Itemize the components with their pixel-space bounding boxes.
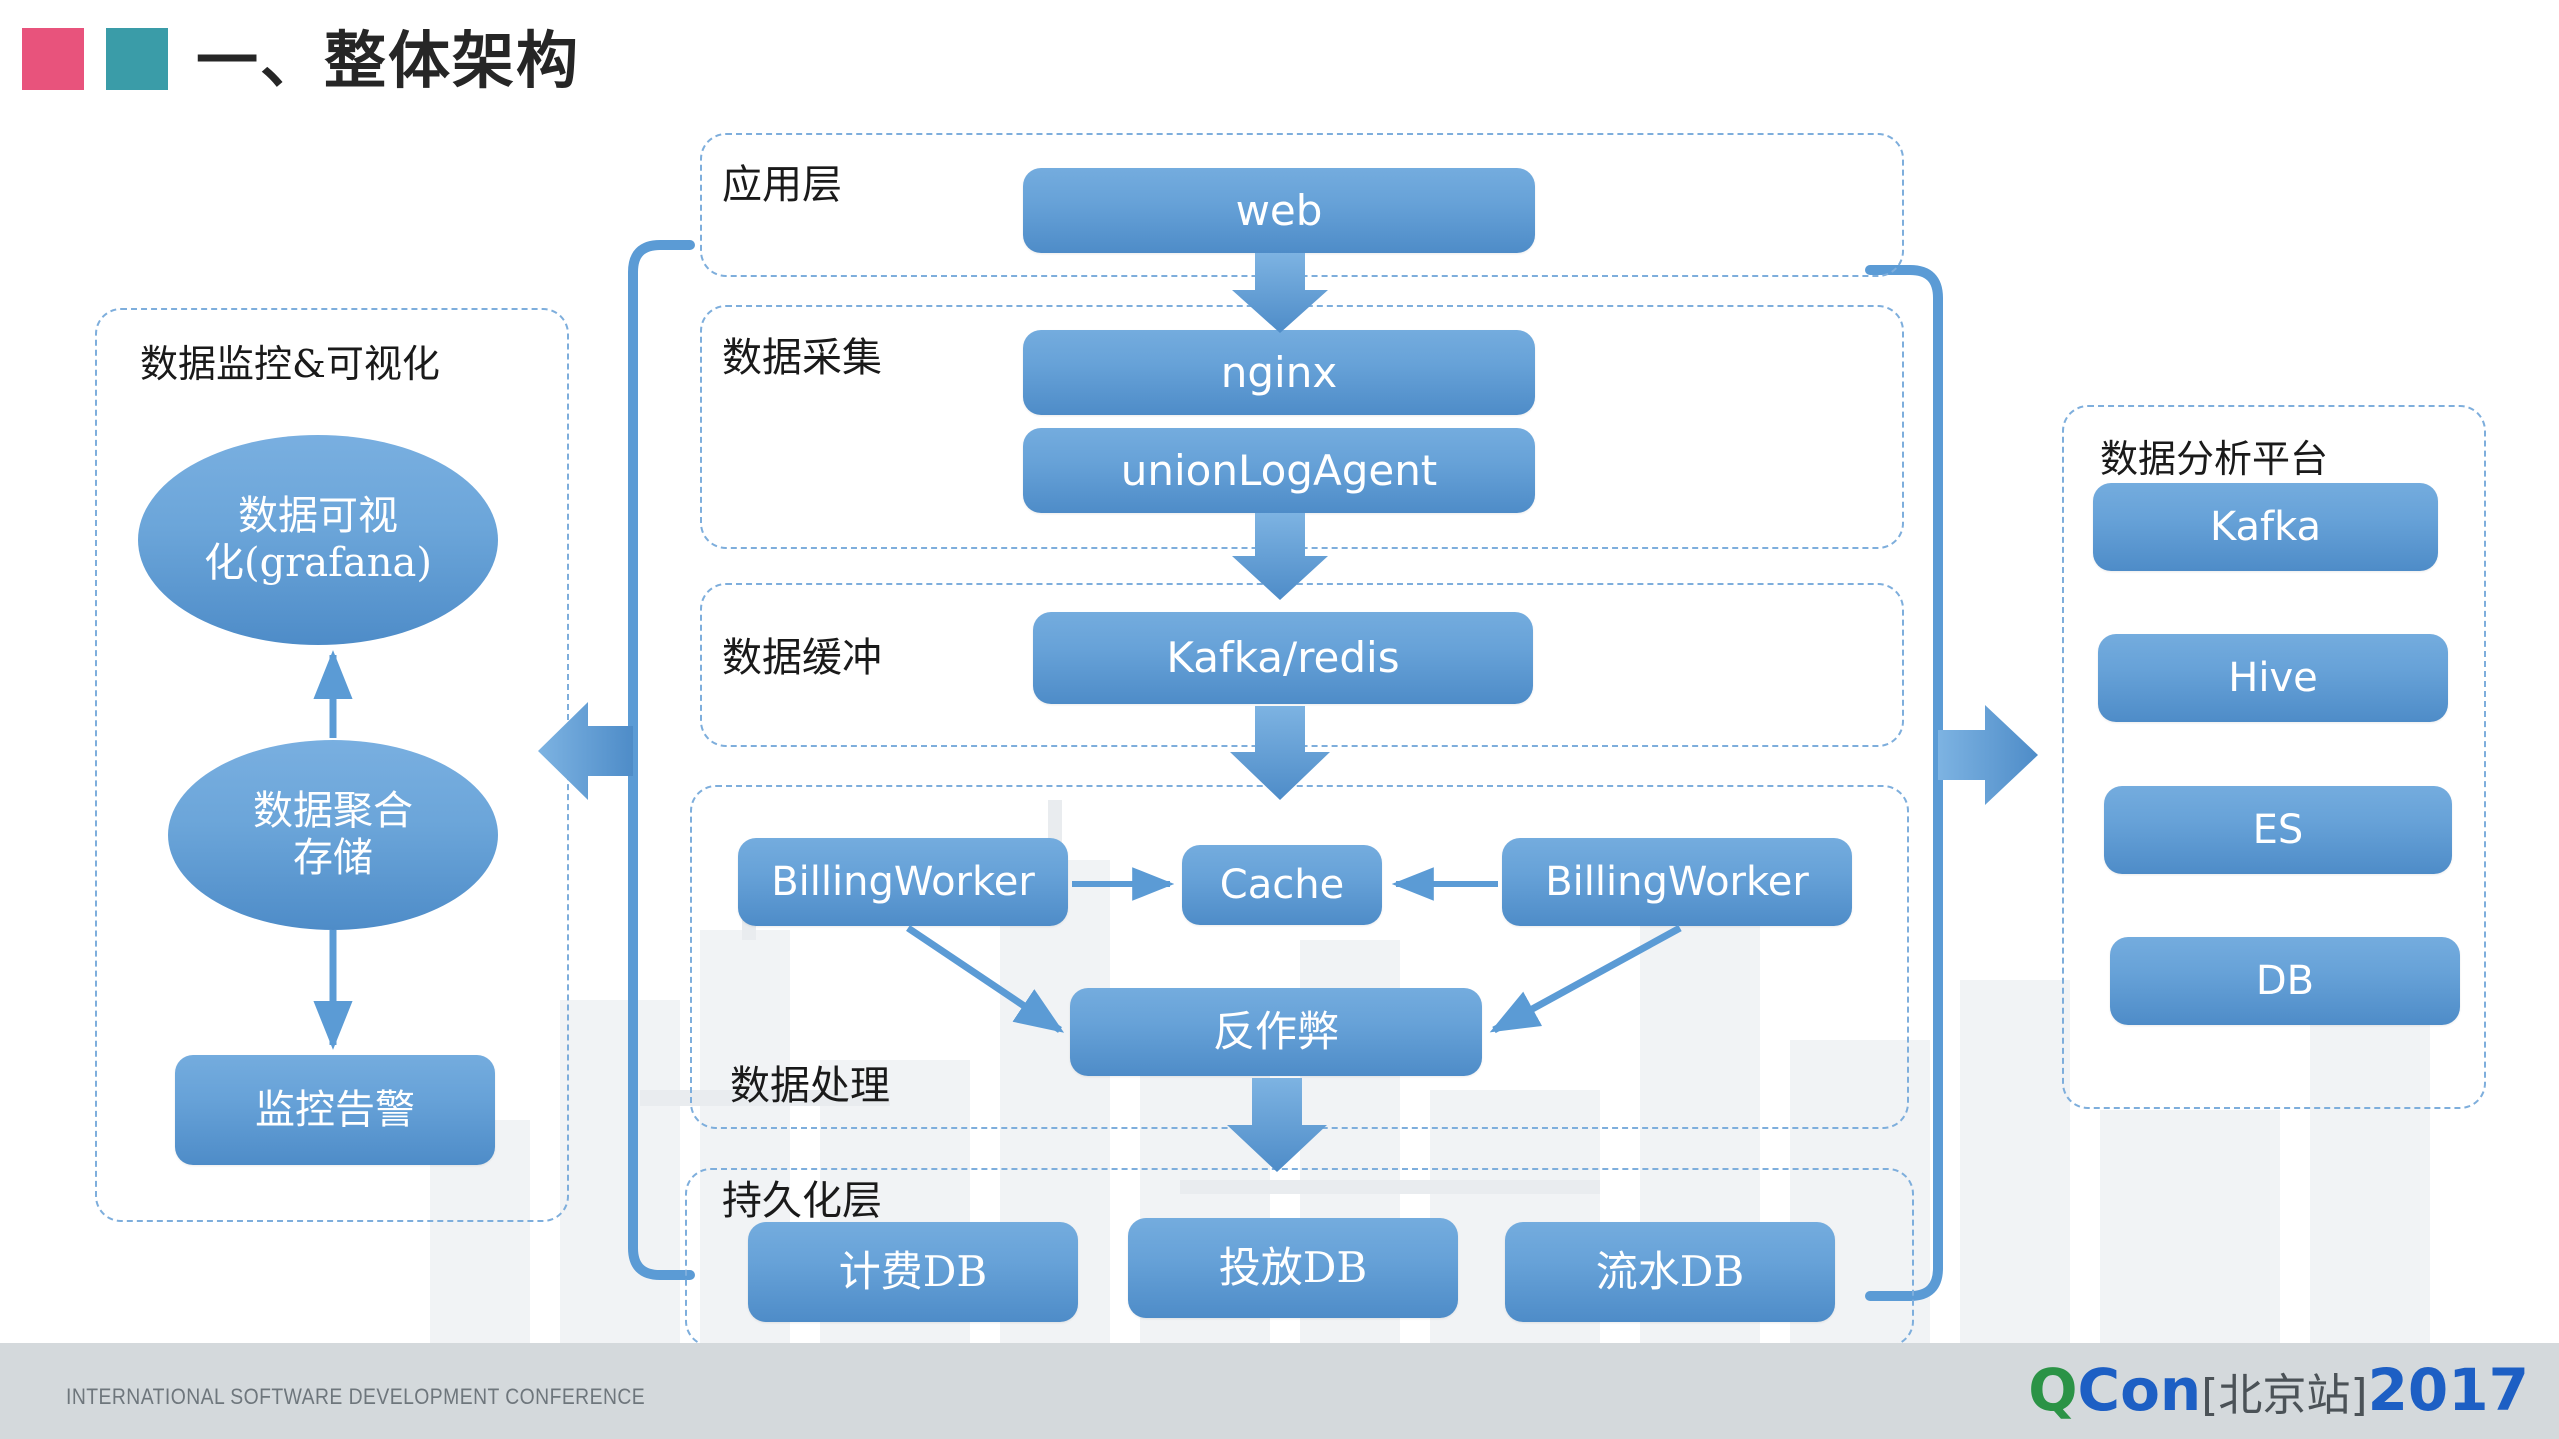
- layer-label-persistence: 持久化层: [722, 1178, 882, 1224]
- node-label: 流水DB: [1595, 1247, 1745, 1297]
- qcon-logo-con: Con: [2077, 1356, 2202, 1424]
- node-db-analytics[interactable]: DB: [2110, 937, 2460, 1025]
- node-label: 计费DB: [838, 1247, 988, 1297]
- qcon-logo-q: Q: [2028, 1356, 2078, 1424]
- footer-tagline: INTERNATIONAL SOFTWARE DEVELOPMENT CONFE…: [66, 1384, 646, 1409]
- node-label: 投放DB: [1218, 1243, 1368, 1293]
- node-label: web: [1235, 185, 1323, 235]
- node-label: Hive: [2228, 654, 2318, 701]
- node-kafka-analytics[interactable]: Kafka: [2093, 483, 2438, 571]
- pink-square-icon: [22, 28, 84, 90]
- node-monitoring-alert[interactable]: 监控告警: [175, 1055, 495, 1165]
- layer-label-data-processing: 数据处理: [730, 1063, 890, 1109]
- node-billingworker-left[interactable]: BillingWorker: [738, 838, 1068, 926]
- qcon-logo: QCon[北京站]2017: [2028, 1358, 2529, 1428]
- node-label: Kafka/redis: [1166, 633, 1400, 683]
- layer-label-data-buffer: 数据缓冲: [722, 635, 882, 681]
- monitoring-panel-title: 数据监控&可视化: [140, 342, 440, 386]
- layer-label-application: 应用层: [722, 162, 842, 208]
- page-title: 一、整体架构: [196, 24, 581, 97]
- layer-label-data-collection: 数据采集: [722, 335, 882, 381]
- node-hive[interactable]: Hive: [2098, 634, 2448, 722]
- qcon-logo-year: 2017: [2367, 1356, 2529, 1424]
- node-label: nginx: [1220, 347, 1338, 397]
- node-transaction-db[interactable]: 流水DB: [1505, 1222, 1835, 1322]
- node-delivery-db[interactable]: 投放DB: [1128, 1218, 1458, 1318]
- analytics-panel: [2062, 405, 2486, 1109]
- arrow-pipeline-to-analytics: [1938, 705, 2038, 805]
- node-label: Kafka: [2209, 503, 2322, 550]
- node-unionlogagent[interactable]: unionLogAgent: [1023, 428, 1535, 513]
- node-cache[interactable]: Cache: [1182, 845, 1382, 925]
- slide-footer-bar: [0, 1343, 2559, 1439]
- qcon-logo-city: [北京站]: [2201, 1370, 2368, 1421]
- node-label: ES: [2252, 806, 2304, 853]
- node-label: 反作弊: [1212, 1007, 1339, 1057]
- node-billing-db[interactable]: 计费DB: [748, 1222, 1078, 1322]
- node-es[interactable]: ES: [2104, 786, 2452, 874]
- node-label: unionLogAgent: [1120, 445, 1438, 495]
- node-anti-fraud[interactable]: 反作弊: [1070, 988, 1482, 1076]
- node-label: 数据可视 化(grafana): [203, 492, 433, 586]
- node-data-aggregation-storage[interactable]: 数据聚合 存储: [168, 740, 498, 930]
- node-label: 监控告警: [255, 1086, 415, 1133]
- slide-header: 一、整体架构: [0, 0, 2559, 110]
- node-label: 数据聚合 存储: [253, 787, 413, 881]
- analytics-panel-title: 数据分析平台: [2100, 437, 2329, 481]
- node-data-visualization-grafana[interactable]: 数据可视 化(grafana): [138, 435, 498, 645]
- node-kafka-redis[interactable]: Kafka/redis: [1033, 612, 1533, 704]
- node-label: Cache: [1219, 861, 1345, 908]
- node-label: DB: [2255, 957, 2315, 1004]
- node-web[interactable]: web: [1023, 168, 1535, 253]
- node-nginx[interactable]: nginx: [1023, 330, 1535, 415]
- teal-square-icon: [106, 28, 168, 90]
- node-billingworker-right[interactable]: BillingWorker: [1502, 838, 1852, 926]
- node-label: BillingWorker: [1545, 858, 1809, 905]
- node-label: BillingWorker: [771, 858, 1035, 905]
